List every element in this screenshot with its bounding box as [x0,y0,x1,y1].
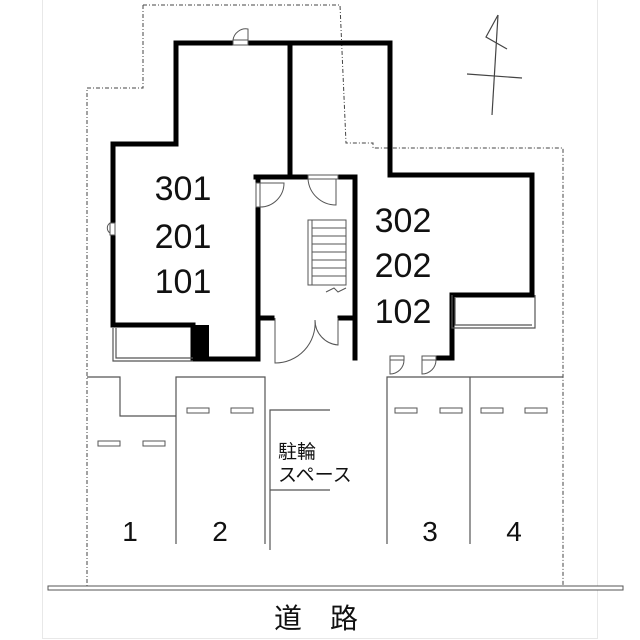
door-102-a [389,355,405,375]
door-stair-2 [307,174,339,206]
parking-bay-1: 1 [122,516,138,547]
staircase [307,219,347,293]
balcony-left [112,328,193,362]
unit-label-302: 302 [375,202,432,240]
site-boundary [86,4,564,588]
bicycle-area-label-2: スペース [278,464,352,486]
unit-label-201: 201 [155,218,212,256]
door-entrance [274,318,339,364]
wheel-stops [97,407,548,447]
road-edge [47,585,624,591]
door-102-b [421,355,437,375]
parking-bay-4: 4 [506,516,522,547]
north-arrow-icon [466,14,523,116]
door-left [106,222,116,236]
road-label: 道 路 [274,602,358,635]
parking-bay-2: 2 [212,516,228,547]
stair-core [253,174,358,321]
parking-bay-3: 3 [422,516,438,547]
door-top [232,28,249,46]
unit-label-202: 202 [375,247,432,285]
balcony-right [451,295,536,329]
unit-label-301: 301 [155,170,212,208]
column [193,325,209,361]
unit-label-102: 102 [375,293,432,331]
image-frame [42,0,598,639]
parking-lines [87,376,563,550]
bicycle-area-label-1: 駐輪 [278,441,316,463]
door-stair-1 [255,182,285,208]
unit-label-101: 101 [155,263,212,301]
